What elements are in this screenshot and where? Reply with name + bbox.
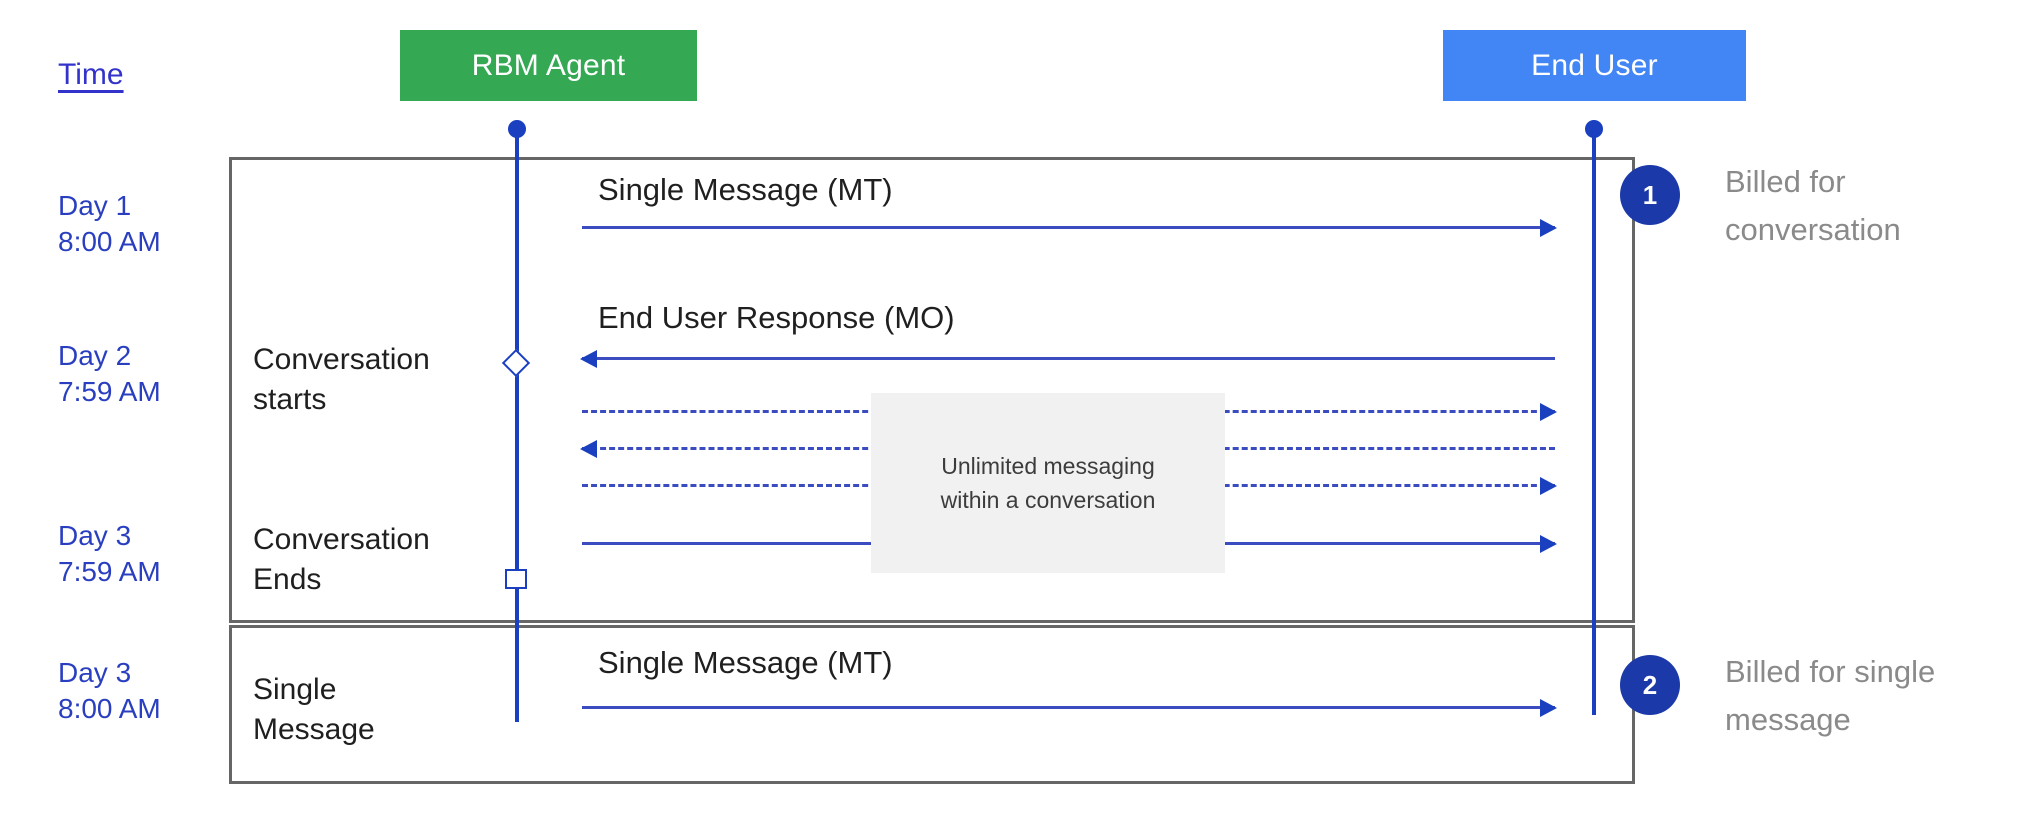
- billing-caption-single-message: Billed for single message: [1725, 654, 1936, 737]
- frame-conversation-block: [229, 157, 1635, 623]
- arrow-line: [582, 226, 1555, 229]
- stage-label-conversation-ends: Conversation Ends: [253, 523, 430, 596]
- time-stamp-day3-759am: Day 3 7:59 AM: [58, 520, 161, 587]
- arrowhead-left-icon: [580, 350, 597, 368]
- arrowhead-left-icon: [580, 440, 597, 458]
- arrowhead-right-icon: [1540, 535, 1557, 553]
- arrowhead-right-icon: [1540, 219, 1557, 237]
- arrowhead-right-icon: [1540, 699, 1557, 717]
- message-label-single-message-mt-1: Single Message (MT): [598, 172, 893, 207]
- time-column-header: Time: [58, 58, 124, 91]
- arrow-line: [582, 706, 1555, 709]
- note-unlimited-messaging: Unlimited messaging within a conversatio…: [871, 393, 1225, 573]
- time-stamp-day3-8am: Day 3 8:00 AM: [58, 657, 161, 724]
- conversation-end-square-icon: [505, 569, 527, 589]
- arrow-mt-1: [582, 219, 1557, 237]
- message-label-single-message-mt-2: Single Message (MT): [598, 645, 893, 680]
- lifeline-rbm-agent: [515, 126, 519, 722]
- arrowhead-right-icon: [1540, 477, 1557, 495]
- actor-box-rbm-agent: RBM Agent: [400, 30, 697, 101]
- stage-label-conversation-starts: Conversation starts: [253, 343, 430, 416]
- billing-badge-1: 1: [1620, 165, 1680, 225]
- time-stamp-day2-759am: Day 2 7:59 AM: [58, 340, 161, 407]
- arrow-mo-1: [580, 350, 1555, 368]
- actor-box-end-user: End User: [1443, 30, 1746, 101]
- arrow-line: [582, 357, 1555, 360]
- message-label-end-user-response-mo: End User Response (MO): [598, 300, 955, 335]
- stage-label-single-message: Single Message: [253, 673, 375, 746]
- arrowhead-right-icon: [1540, 403, 1557, 421]
- lifeline-end-user: [1592, 126, 1596, 715]
- arrow-mt-5: [582, 699, 1557, 717]
- time-stamp-day1-8am: Day 1 8:00 AM: [58, 190, 161, 257]
- billing-caption-conversation: Billed for conversation: [1725, 164, 1901, 247]
- billing-badge-2: 2: [1620, 655, 1680, 715]
